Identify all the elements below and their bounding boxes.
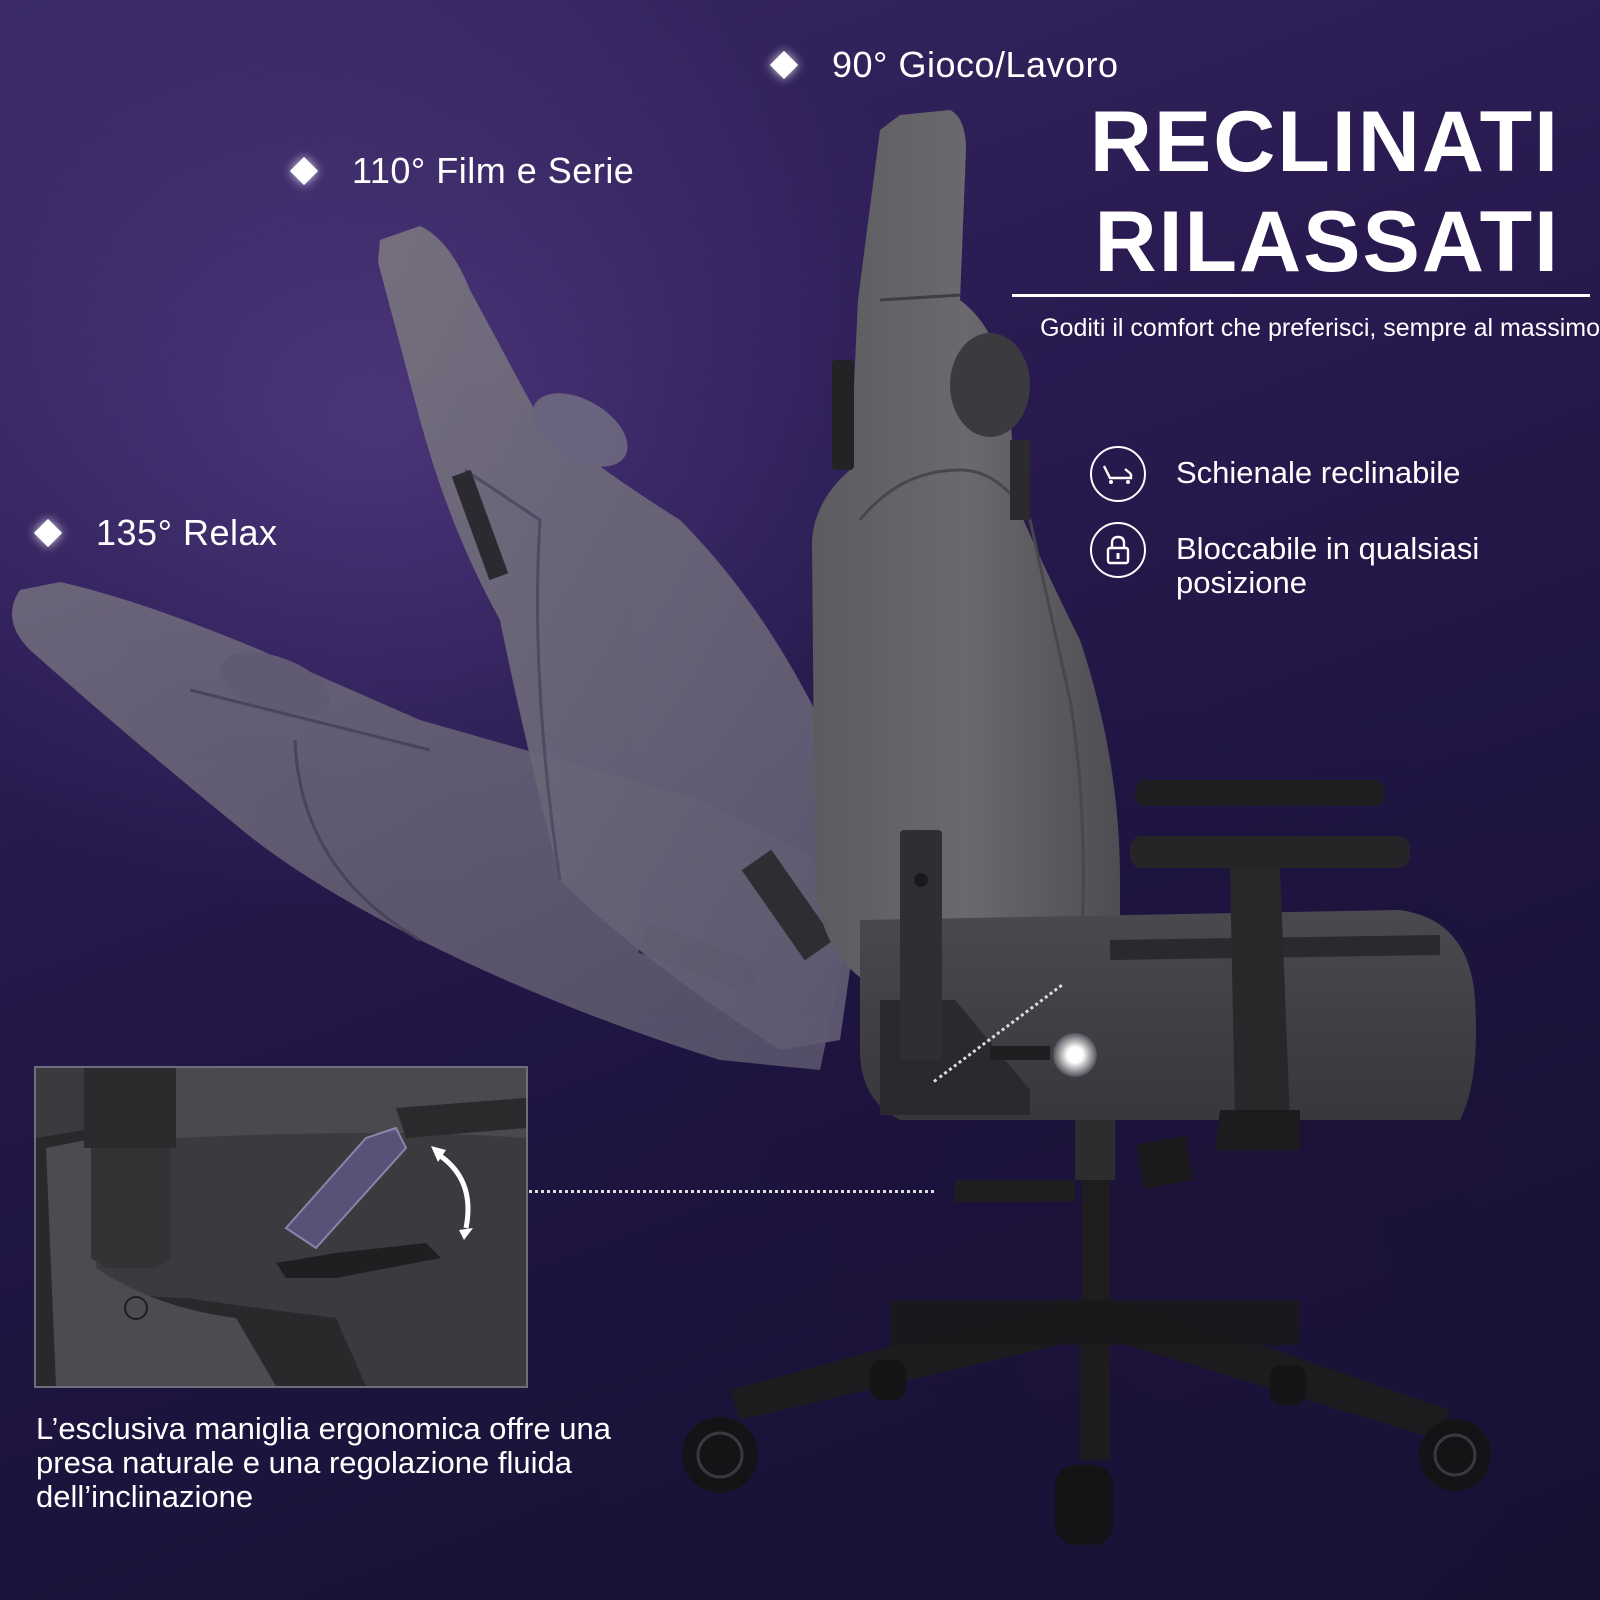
- headline-line-2: RILASSATI: [1094, 194, 1560, 290]
- headline-line-1: RECLINATI: [1089, 94, 1560, 190]
- angle-label-110: 110° Film e Serie: [289, 150, 635, 192]
- headline-divider: [1012, 294, 1590, 297]
- diamond-bullet-icon: [289, 156, 319, 186]
- caption-line-1: L’esclusiva maniglia ergonomica offre un…: [36, 1411, 611, 1446]
- backrest-110-ghost: [378, 226, 860, 1050]
- feature-recline-text: Schienale reclinabile: [1176, 455, 1461, 490]
- recline-icon: [1090, 446, 1146, 502]
- caption: L’esclusiva maniglia ergonomica offre un…: [36, 1412, 696, 1514]
- caption-line-3: dell’inclinazione: [36, 1479, 254, 1514]
- chair-base: [682, 1120, 1491, 1545]
- diamond-bullet-icon: [33, 518, 63, 548]
- subtitle: Goditi il comfort che preferisci, sempre…: [1040, 314, 1600, 342]
- armrest: [1130, 780, 1410, 1150]
- lever-closeup-image: [36, 1068, 526, 1386]
- angle-text-90: 90° Gioco/Lavoro: [832, 44, 1119, 85]
- headline: RECLINATI RILASSATI: [1090, 92, 1560, 292]
- backrest-90: [812, 110, 1120, 990]
- diamond-bullet-icon: [769, 50, 799, 80]
- callout-line: [524, 1190, 934, 1193]
- angle-label-90: 90° Gioco/Lavoro: [769, 44, 1119, 86]
- angle-text-110: 110° Film e Serie: [352, 150, 635, 191]
- lock-icon: [1090, 522, 1146, 578]
- angle-label-135: 135° Relax: [33, 512, 278, 554]
- feature-recline: Schienale reclinabile: [1090, 446, 1460, 502]
- caption-line-2: presa naturale e una regolazione fluida: [36, 1445, 572, 1480]
- angle-text-135: 135° Relax: [96, 512, 278, 553]
- lever-highlight: [1053, 1033, 1097, 1077]
- lever-closeup-inset: [34, 1066, 528, 1388]
- feature-lock: Bloccabile in qualsiasi posizione: [1090, 522, 1479, 600]
- feature-lock-text: Bloccabile in qualsiasi posizione: [1176, 522, 1479, 600]
- feature-lock-line-1: Bloccabile in qualsiasi: [1176, 531, 1480, 566]
- feature-lock-line-2: posizione: [1176, 565, 1307, 600]
